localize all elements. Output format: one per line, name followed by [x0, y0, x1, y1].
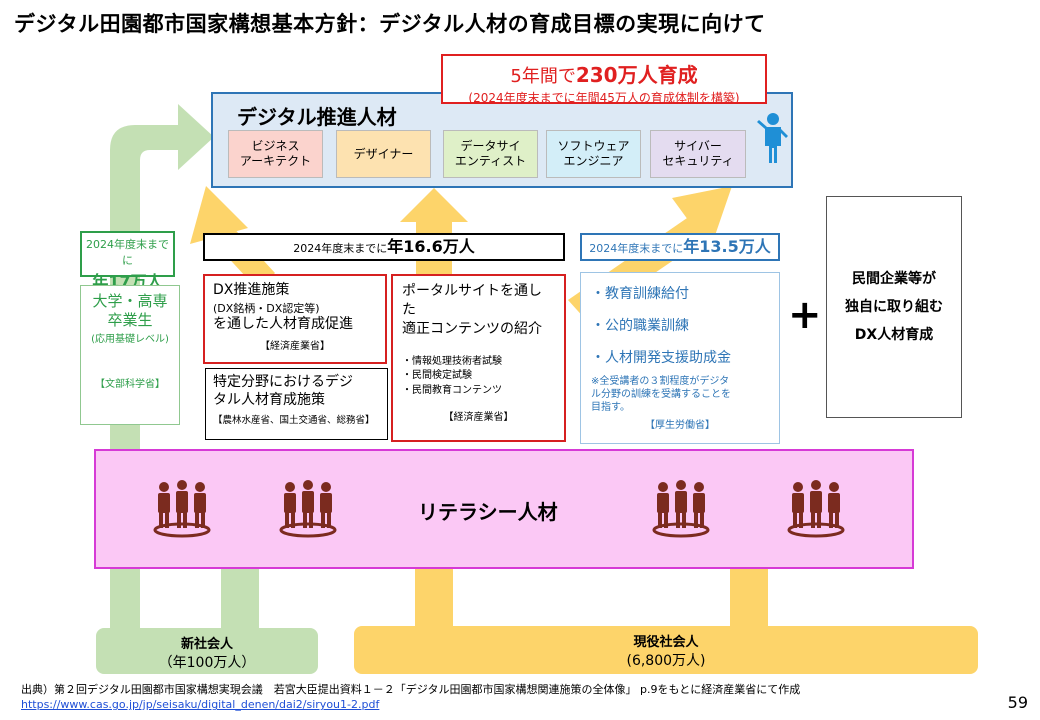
portal-site-box: ポータルサイトを通した 適正コンテンツの紹介 ・情報処理技術者試験 ・民間検定試… [391, 274, 566, 442]
mhlw-item: ・公的職業訓練 [591, 318, 689, 334]
target-callout: 5年間で230万人育成 (2024年度末までに年間45万人の育成体制を構築) [441, 54, 767, 105]
literacy-talent-band [94, 449, 914, 569]
current-workers-count: (6,800万人) [626, 653, 706, 669]
portal-item: ・情報処理技術者試験 [402, 355, 502, 367]
mhlw-item: ・人材開発支援助成金 [591, 350, 731, 366]
target-prefix: 5年間で [510, 66, 576, 87]
mhlw-count-prefix: 2024年度末までに [589, 242, 684, 255]
mhlw-count-value: 年13.5万人 [683, 237, 771, 256]
portal-ministry: 【経済産業省】 [443, 412, 514, 424]
yellow-arrow-right-head [672, 186, 732, 250]
dx-promotion-title-2: を通した人材育成促進 [213, 315, 353, 332]
portal-item: ・民間教育コンテンツ [402, 384, 502, 396]
people-group-icon [787, 480, 845, 538]
people-group-icon [279, 480, 337, 538]
people-group-icon [652, 480, 710, 538]
special-field-box: 特定分野におけるデジ タル人材育成施策 【農林水産省、国土交通省、総務省】 [205, 368, 388, 440]
mhlw-item: ・教育訓練給付 [591, 286, 689, 302]
mhlw-ministry: 【厚生労働省】 [645, 420, 715, 431]
literacy-talent-label: リテラシー人材 [418, 500, 558, 524]
meti-count-value: 年16.6万人 [387, 237, 475, 256]
page-title: デジタル田園都市国家構想基本方針：デジタル人材の育成目標の実現に向けて [14, 12, 766, 36]
portal-item: ・民間検定試験 [402, 370, 472, 382]
dx-promotion-box: DX推進施策 (DX銘柄・DX認定等) を通した人材育成促進 【経済産業省】 [203, 274, 387, 364]
page-number: 59 [1007, 693, 1028, 712]
role-cyber-security: サイバー セキュリティ [650, 130, 746, 178]
role-software-engineer: ソフトウェア エンジニア [546, 130, 641, 178]
university-main-text: 大学・高専 卒業生 [92, 292, 168, 329]
mext-count-prefix: 2024年度末までに [86, 238, 169, 267]
current-workers-source: 現役社会人 (6,800万人) [354, 626, 978, 674]
digital-talent-title: デジタル推進人材 [237, 105, 397, 129]
source-note: 出典）第２回デジタル田園都市国家構想実現会議 若宮大臣提出資料１－２「デジタル田… [21, 683, 801, 696]
target-amount: 230万人育成 [575, 63, 698, 87]
private-sector-box: 民間企業等が 独自に取り組む DX人材育成 [826, 196, 962, 418]
university-graduates-box: 大学・高専 卒業生 (応用基礎レベル) 【文部科学省】 [80, 285, 180, 425]
role-data-scientist: データサイ エンティスト [443, 130, 538, 178]
source-link[interactable]: https://www.cas.go.jp/jp/seisaku/digital… [21, 698, 380, 712]
dx-promotion-title: DX推進施策 [213, 282, 290, 298]
target-subtext: (2024年度末までに年間45万人の育成体制を構築) [468, 91, 740, 105]
portal-title: ポータルサイトを通した 適正コンテンツの紹介 [402, 283, 542, 337]
new-graduates-source: 新社会人 （年100万人） [96, 628, 318, 674]
university-level-text: (応用基礎レベル) [91, 333, 169, 345]
special-field-title: 特定分野におけるデジ タル人材育成施策 [213, 374, 353, 409]
new-graduates-count: （年100万人） [158, 655, 256, 671]
special-field-ministry: 【農林水産省、国土交通省、総務省】 [213, 415, 375, 427]
mhlw-measures-box: ・教育訓練給付 ・公的職業訓練 ・人材開発支援助成金 ※全受講者の３割程度がデジ… [580, 272, 780, 444]
mext-count-label: 2024年度末までに 年17万人 [80, 231, 175, 291]
meti-count-label: 2024年度末までに年16.6万人 [203, 233, 565, 261]
target-headline: 5年間で230万人育成 [443, 59, 765, 88]
meti-count-prefix: 2024年度末までに [293, 242, 388, 255]
current-workers-label: 現役社会人 [633, 635, 699, 650]
mhlw-note: ※全受講者の３割程度がデジタ ル分野の訓練を受講することを 目指す。 [591, 376, 731, 413]
yellow-arrow-left-head [190, 186, 248, 244]
new-graduates-label: 新社会人 [180, 637, 233, 652]
green-arrow-head [178, 104, 214, 170]
source-citation: 出典）第２回デジタル田園都市国家構想実現会議 若宮大臣提出資料１－２「デジタル田… [21, 682, 800, 713]
dx-promotion-ministry: 【経済産業省】 [260, 341, 330, 352]
role-business-architect: ビジネス アーキテクト [228, 130, 323, 178]
person-pointing-icon [757, 113, 788, 163]
university-ministry: 【文部科学省】 [95, 378, 165, 390]
role-designer: デザイナー [336, 130, 431, 178]
plus-sign: + [788, 292, 822, 338]
mhlw-count-label: 2024年度末までに年13.5万人 [580, 233, 780, 261]
dx-promotion-sub: (DX銘柄・DX認定等) [213, 301, 320, 315]
people-group-icon [153, 480, 211, 538]
yellow-arrow-center [400, 188, 468, 276]
